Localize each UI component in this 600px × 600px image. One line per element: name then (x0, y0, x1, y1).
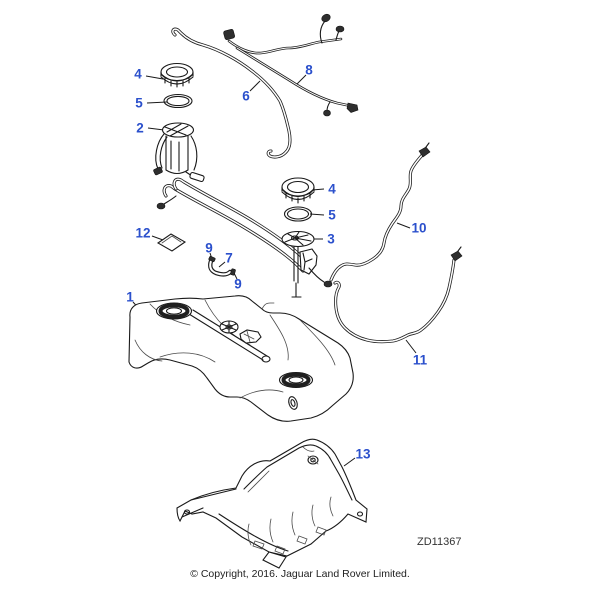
callout-10-fuel-pipe-upper[interactable]: 10 (411, 220, 427, 236)
callout-5-sender-seal[interactable]: 5 (328, 207, 336, 223)
pump-seal-drawing (163, 93, 193, 109)
callout-2-fuel-pump-module[interactable]: 2 (136, 120, 144, 136)
fuel-tank-drawing (128, 295, 354, 422)
fuel-pump-module-drawing (153, 122, 205, 183)
sender-locking-ring-drawing (281, 177, 315, 204)
callout-4-sender-locking-ring[interactable]: 4 (328, 181, 336, 197)
hose-clamp-front-drawing (208, 255, 216, 263)
callout-7-connecting-hose[interactable]: 7 (225, 250, 233, 266)
fuel-level-sender-drawing (281, 230, 333, 298)
fuel-pipe-11-drawing (333, 246, 463, 344)
connecting-hose-drawing (208, 258, 233, 277)
callout-1-fuel-tank[interactable]: 1 (126, 289, 134, 305)
pump-locking-ring-drawing (160, 62, 194, 88)
fuel-pipe-10-drawing (329, 142, 431, 282)
callout-9-hose-clamp-rear[interactable]: 9 (234, 276, 242, 292)
callout-9-hose-clamp-front[interactable]: 9 (205, 240, 213, 256)
wiring-harness-drawing (223, 13, 359, 117)
mounting-pad-drawing (156, 233, 187, 252)
heat-shield-drawing (176, 438, 368, 569)
callout-8-wiring-harness[interactable]: 8 (305, 62, 313, 78)
callout-6-vent-pipe[interactable]: 6 (242, 88, 250, 104)
callout-12-mounting-pad[interactable]: 12 (135, 225, 151, 241)
callout-4-pump-locking-ring[interactable]: 4 (134, 66, 142, 82)
callout-3-fuel-level-sender[interactable]: 3 (327, 231, 335, 247)
vent-pipe-drawing (171, 27, 292, 159)
sender-seal-drawing (283, 206, 313, 222)
callout-13-heat-shield[interactable]: 13 (355, 446, 371, 462)
hose-clamp-rear-drawing (230, 268, 236, 276)
diagram-code: ZD11367 (417, 536, 462, 548)
copyright-text: © Copyright, 2016. Jaguar Land Rover Lim… (190, 568, 410, 580)
callout-5-pump-seal[interactable]: 5 (135, 95, 143, 111)
callout-11-fuel-pipe-lower[interactable]: 11 (412, 352, 428, 368)
